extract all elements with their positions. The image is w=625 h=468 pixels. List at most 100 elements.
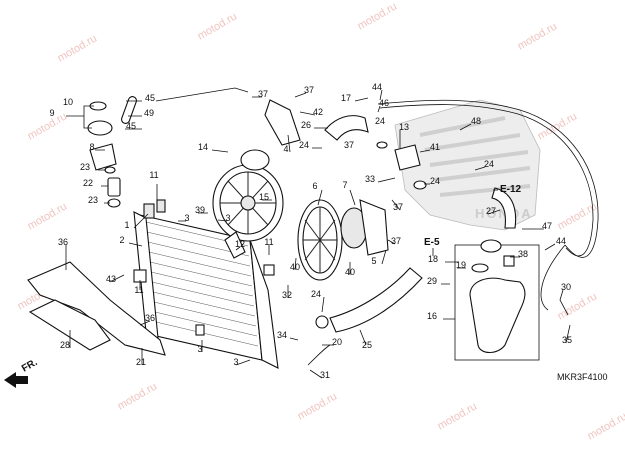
arrow-icon [4,372,28,388]
part-number-label: 46 [379,98,389,108]
brackets [133,231,331,366]
part-number-label: 20 [332,337,342,347]
watermark: motod.ru [196,10,240,42]
part-number-label: 24 [484,159,494,169]
part-number-label: 5 [371,256,376,266]
ref-label: E-12 [500,184,522,195]
watermark: motod.ru [536,110,580,142]
part-number-label: 10 [63,97,73,107]
part-number-label: 3 [225,213,230,223]
part-number-label: 15 [259,192,269,202]
part-number-label: 8 [89,142,94,152]
lower-hose [315,267,423,333]
part-number-label: 47 [542,221,552,231]
part-number-label: 37 [304,85,314,95]
watermark: motod.ru [116,380,160,412]
part-number-label: 38 [518,249,528,259]
upper-hose [264,99,369,146]
part-number-label: 11 [134,285,143,295]
hose-27 [491,187,517,229]
honda-emblem-text: HONDA [475,206,533,221]
watermark: motod.ru [56,32,100,64]
watermark: motod.ru [556,290,600,322]
part-number-label: 11 [149,170,158,180]
reference-labels: E-12 E-5 [424,184,522,256]
part-number-label: 43 [106,274,116,284]
part-number-label: 3 [197,344,202,354]
small-fan [212,149,284,242]
part-number-label: 21 [136,357,146,367]
part-number-label: 24 [430,176,440,186]
fan-motor [340,199,389,256]
watermark: motod.ru [516,20,560,52]
part-number-label: 16 [427,311,437,321]
diagram-code: MKR3F4100 [557,372,608,382]
part-number-label: 44 [556,236,566,246]
part-number-label: 19 [456,260,466,270]
part-number-label: 40 [290,262,300,272]
front-direction-indicator: FR. [4,357,40,388]
part-number-label: 36 [145,313,155,323]
part-number-label: 17 [341,93,351,103]
part-number-label: 45 [145,93,155,103]
part-number-label: 24 [375,116,385,126]
part-number-label: 4 [283,144,288,154]
part-number-label: 37 [393,202,403,212]
part-number-label: 12 [235,239,245,249]
part-number-label: 37 [344,140,354,150]
ref-label: E-5 [424,237,440,248]
part-number-label: 40 [345,267,355,277]
reservoir-hose [377,99,599,311]
part-number-label: 33 [365,174,375,184]
part-number-label: 23 [80,162,90,172]
part-number-label: 11 [264,237,273,247]
part-number-label: 3 [233,357,238,367]
part-number-label: 23 [88,195,98,205]
part-number-label: 45 [126,121,136,131]
part-number-label: 13 [399,122,409,132]
part-number-label: 28 [60,340,70,350]
part-number-label: 3 [184,213,189,223]
part-number-label: 26 [301,120,311,130]
part-number-label: 6 [312,181,317,191]
watermark: motod.ru [26,110,70,142]
part-number-label: 32 [282,290,292,300]
part-number-label: 25 [362,340,372,350]
part-number-label: 37 [258,89,268,99]
direction-label: FR. [20,357,40,375]
watermark: motod.ru [356,0,400,32]
part-number-label: 29 [427,276,437,286]
air-guides [27,261,166,356]
watermark: motod.ru [26,200,70,232]
part-number-label: 14 [198,142,208,152]
part-number-label: 2 [119,235,124,245]
part-number-label: 31 [320,370,330,380]
water-fitting [376,141,427,190]
part-number-label: 24 [299,140,309,150]
part-number-label: 42 [313,107,323,117]
part-number-label: 24 [311,289,321,299]
part-number-label: 49 [144,108,154,118]
part-number-label: 22 [83,178,93,188]
part-number-label: 39 [195,205,205,215]
part-number-label: 34 [277,330,287,340]
part-number-label: 1 [124,220,129,230]
watermark: motod.ru [296,390,340,422]
leader-lines [65,87,571,379]
part-number-label: 36 [58,237,68,247]
part-number-label: 41 [430,142,440,152]
part-number-label: 48 [471,116,481,126]
part-number-label: 30 [561,282,571,292]
watermark: motod.ru [436,400,480,432]
part-number-label: 7 [342,180,347,190]
reservoir-tank [454,239,540,361]
part-number-label: 44 [372,82,382,92]
thermostat-parts [87,96,137,208]
watermark: motod.ru [586,410,625,442]
part-number-label: 18 [428,254,438,264]
part-number-label: 27 [486,206,496,216]
large-fan [297,199,343,281]
part-number-label: 37 [391,236,401,246]
